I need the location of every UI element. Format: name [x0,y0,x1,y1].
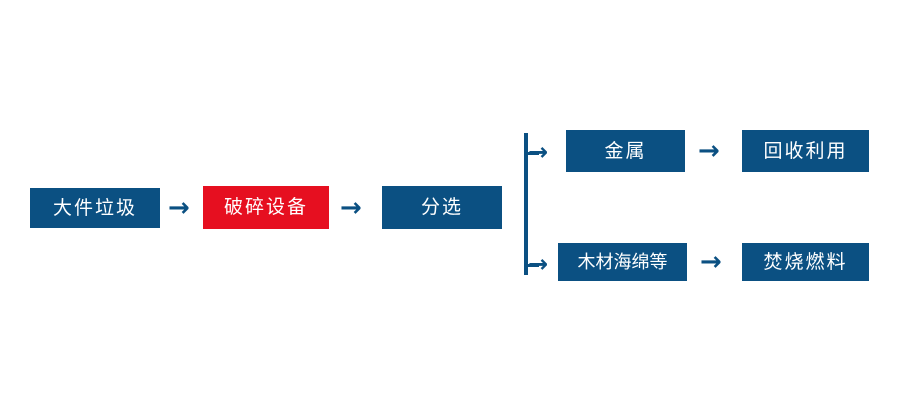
node-sorting[interactable]: 分选 [382,186,502,229]
arrow-right-icon: → [340,193,362,223]
arrow-right-icon: → [698,136,720,166]
node-bulky-waste[interactable]: 大件垃圾 [30,188,160,228]
arrow-right-icon: → [528,250,549,278]
node-incineration-fuel[interactable]: 焚烧燃料 [742,243,869,281]
arrow-right-icon: → [168,193,190,223]
node-recycling-reuse[interactable]: 回收利用 [742,130,869,172]
branch-spine-connector [524,133,528,275]
node-crusher-equipment[interactable]: 破碎设备 [203,186,329,229]
arrow-right-icon: → [528,138,549,166]
arrow-right-icon: → [700,247,722,277]
node-metal[interactable]: 金属 [566,130,685,172]
branch-stub-line [527,151,539,155]
branch-stub-line [527,263,539,267]
branch-connector-lower: → [527,250,549,278]
branch-connector-upper: → [527,138,549,166]
node-wood-sponge-etc[interactable]: 木材海绵等 [558,243,687,281]
